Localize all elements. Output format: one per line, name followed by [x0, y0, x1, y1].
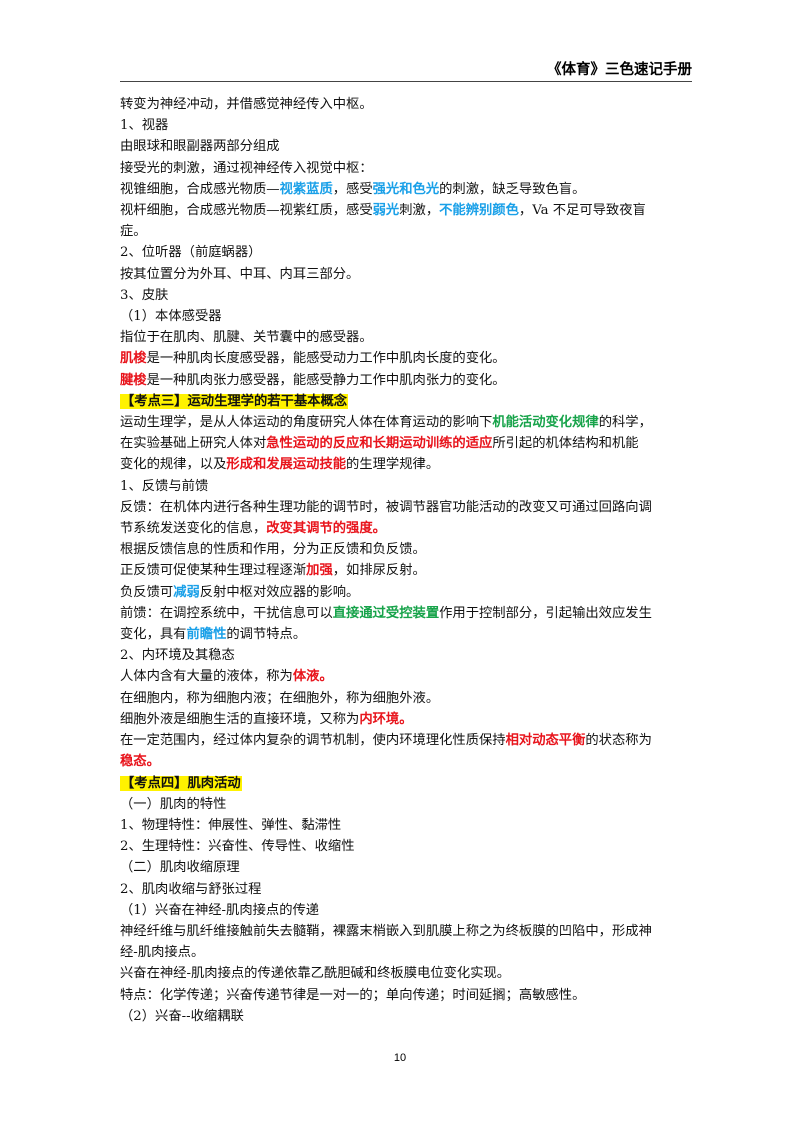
text-run: 是一种肌肉长度感受器，能感受动力工作中肌肉长度的变化。 — [146, 351, 506, 367]
green-keyword: 机能活动变化规律 — [492, 415, 599, 431]
paragraph: 腱梭是一种肌肉张力感受器，能感受静力工作中肌肉张力的变化。 — [120, 370, 692, 391]
text-run: 所引起的机体结构和机能 — [492, 436, 639, 452]
section-heading: 3、皮肤 — [120, 287, 169, 303]
text-run: 变化的规律，以及 — [120, 457, 227, 473]
paragraph: 正反馈可促使某种生理过程逐渐加强，如排尿反射。 — [120, 560, 692, 581]
section-heading: 2、肌肉收缩与舒张过程 — [120, 881, 262, 897]
section-heading: 2、位听器（前庭蜗器） — [120, 245, 262, 261]
text-run: 正反馈可促使某种生理过程逐渐 — [120, 563, 307, 579]
paragraph: 视杆细胞，合成感光物质—视紫红质，感受弱光刺激，不能辨别颜色，Va 不足可导致夜… — [120, 200, 692, 221]
paragraph: 反馈：在机体内进行各种生理功能的调节时，被调节器官功能活动的改变又可通过回路向调 — [120, 499, 652, 515]
paragraph: 在细胞内，称为细胞内液；在细胞外，称为细胞外液。 — [120, 690, 440, 706]
paragraph: 特点：化学传递；兴奋传递节律是一对一的；单向传递；时间延搁；高敏感性。 — [120, 987, 586, 1003]
subsection-heading: （二）肌肉收缩原理 — [120, 860, 240, 876]
header-divider — [120, 81, 692, 82]
red-keyword: 相对动态平衡 — [505, 733, 586, 749]
paragraph: 在实验基础上研究人体对急性运动的反应和长期运动训练的适应所引起的机体结构和机能 — [120, 433, 692, 454]
red-keyword: 形成和发展运动技能 — [226, 457, 347, 473]
paragraph: 变化的规律，以及形成和发展运动技能的生理学规律。 — [120, 454, 692, 475]
blue-keyword: 不能辨别颜色 — [439, 203, 519, 219]
text-run: 在实验基础上研究人体对 — [120, 436, 267, 452]
paragraph: 前馈：在调控系统中，干扰信息可以直接通过受控装置作用于控制部分，引起输出效应发生 — [120, 603, 692, 624]
subsection-heading: （1）兴奋在神经-肌肉接点的传递 — [120, 902, 320, 918]
text-run: 是一种肌肉张力感受器，能感受静力工作中肌肉张力的变化。 — [146, 372, 506, 388]
paragraph: 变化，具有前瞻性的调节特点。 — [120, 624, 692, 645]
text-run: ，Va 不足可导致夜盲 — [518, 203, 646, 219]
paragraph: 神经纤维与肌纤维接触前失去髓鞘，裸露末梢嵌入到肌膜上称之为终板膜的凹陷中，形成神 — [120, 923, 652, 939]
paragraph: 负反馈可减弱反射中枢对效应器的影响。 — [120, 582, 692, 603]
section-heading: 1、反馈与前馈 — [120, 478, 209, 494]
red-keyword: 改变其调节的强度。 — [266, 521, 386, 537]
text-run: 的调节特点。 — [226, 627, 307, 643]
paragraph: 1、物理特性：伸展性、弹性、黏滞性 — [120, 817, 342, 833]
text-run: 视锥细胞，合成感光物质— — [120, 181, 280, 197]
blue-keyword: 减弱 — [173, 584, 200, 600]
red-keyword: 稳态。 — [120, 754, 160, 770]
section-heading: 2、内环境及其稳态 — [120, 648, 235, 664]
text-run: 细胞外液是细胞生活的直接环境，又称为 — [120, 711, 360, 727]
text-run: 人体内含有大量的液体，称为 — [120, 669, 293, 685]
section-heading: 1、视器 — [120, 118, 169, 134]
paragraph: 运动生理学，是从人体运动的角度研究人体在体育运动的影响下机能活动变化规律的科学， — [120, 412, 692, 433]
subsection-heading: （1）本体感受器 — [120, 309, 222, 325]
red-keyword: 加强 — [306, 563, 333, 579]
blue-keyword: 前瞻性 — [186, 627, 227, 643]
paragraph: 人体内含有大量的液体，称为体液。 — [120, 666, 692, 687]
text-run: 刺激， — [399, 203, 440, 219]
text-run: 的状态称为 — [585, 733, 652, 749]
text-run: 前馈：在调控系统中，干扰信息可以 — [120, 605, 333, 621]
text-run: 的刺激，缺乏导致色盲。 — [439, 181, 586, 197]
paragraph: 转变为神经冲动，并借感觉神经传入中枢。 — [120, 97, 373, 112]
red-keyword: 腱梭 — [120, 372, 147, 388]
paragraph: 视锥细胞，合成感光物质—视紫蓝质，感受强光和色光的刺激，缺乏导致色盲。 — [120, 179, 692, 200]
paragraph: 接受光的刺激，通过视神经传入视觉中枢： — [120, 160, 373, 176]
red-keyword: 体液。 — [292, 669, 333, 685]
paragraph: 节系统发送变化的信息，改变其调节的强度。 — [120, 518, 692, 539]
page-number: 10 — [393, 1052, 407, 1064]
green-keyword: 直接通过受控装置 — [332, 605, 440, 621]
highlighted-heading: 【考点四】肌肉活动 — [120, 775, 242, 791]
text-run: 的科学， — [598, 415, 652, 431]
paragraph: 症。 — [120, 224, 147, 240]
text-run: ，感受 — [332, 181, 373, 197]
key-point-heading: 【考点三】运动生理学的若干基本概念 — [120, 391, 692, 412]
paragraph: 经-肌肉接点。 — [120, 945, 205, 961]
red-keyword: 肌梭 — [120, 351, 147, 367]
highlighted-heading: 【考点三】运动生理学的若干基本概念 — [120, 393, 349, 409]
running-header-title: 《体育》三色速记手册 — [547, 62, 692, 78]
paragraph: 稳态。 — [120, 751, 692, 772]
paragraph: 肌梭是一种肌肉长度感受器，能感受动力工作中肌肉长度的变化。 — [120, 348, 692, 369]
text-run: ，如排尿反射。 — [332, 563, 426, 579]
paragraph: 2、生理特性：兴奋性、传导性、收缩性 — [120, 839, 355, 855]
text-run: 作用于控制部分，引起输出效应发生 — [439, 605, 652, 621]
subsection-heading: （2）兴奋--收缩耦联 — [120, 1008, 244, 1024]
key-point-heading: 【考点四】肌肉活动 — [120, 773, 692, 794]
text-run: 节系统发送变化的信息， — [120, 521, 267, 537]
text-run: 在一定范围内，经过体内复杂的调节机制，使内环境理化性质保持 — [120, 733, 506, 749]
paragraph: 按其位置分为外耳、中耳、内耳三部分。 — [120, 266, 360, 282]
red-keyword: 急性运动的反应和长期运动训练的适应 — [266, 436, 493, 452]
paragraph: 兴奋在神经-肌肉接点的传递依靠乙酰胆碱和终板膜电位变化实现。 — [120, 966, 511, 982]
text-run: 的生理学规律。 — [346, 457, 440, 473]
paragraph: 由眼球和眼副器两部分组成 — [120, 139, 280, 155]
text-run: 变化，具有 — [120, 627, 187, 643]
blue-keyword: 强光和色光 — [372, 181, 440, 197]
blue-keyword: 弱光 — [372, 203, 400, 219]
page-body: 转变为神经冲动，并借感觉神经传入中枢。 1、视器 由眼球和眼副器两部分组成 接受… — [120, 94, 692, 1027]
paragraph: 在一定范围内，经过体内复杂的调节机制，使内环境理化性质保持相对动态平衡的状态称为 — [120, 730, 692, 751]
red-keyword: 内环境。 — [359, 711, 413, 727]
blue-keyword: 视紫蓝质 — [279, 181, 333, 197]
text-run: 负反馈可 — [120, 584, 174, 600]
paragraph: 细胞外液是细胞生活的直接环境，又称为内环境。 — [120, 709, 692, 730]
text-run: 视杆细胞，合成感光物质—视紫红质，感受 — [120, 203, 373, 219]
subsection-heading: （一）肌肉的特性 — [120, 796, 227, 812]
paragraph: 指位于在肌肉、肌腱、关节囊中的感受器。 — [120, 330, 373, 346]
text-run: 运动生理学，是从人体运动的角度研究人体在体育运动的影响下 — [120, 415, 493, 431]
text-run: 反射中枢对效应器的影响。 — [199, 584, 360, 600]
paragraph: 根据反馈信息的性质和作用，分为正反馈和负反馈。 — [120, 542, 426, 558]
